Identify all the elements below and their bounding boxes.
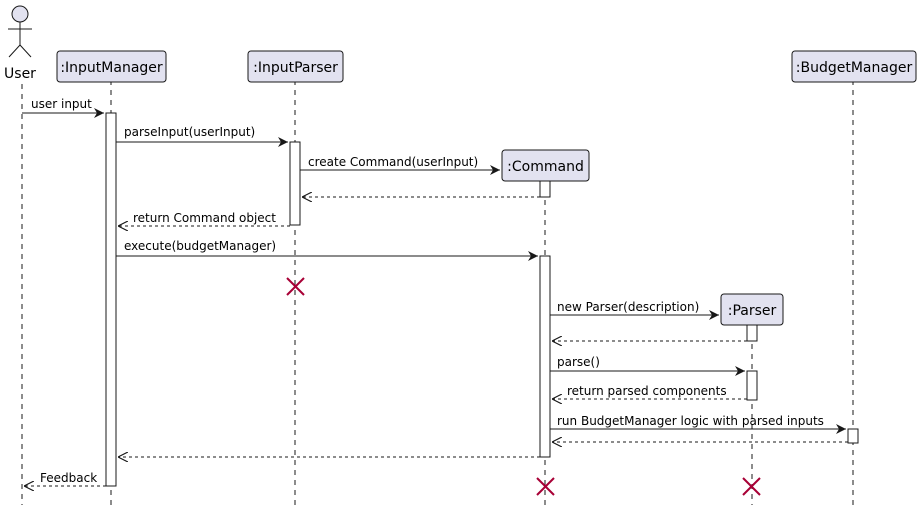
message-label: create Command(userInput) xyxy=(308,155,478,169)
message-label: Feedback xyxy=(40,471,97,485)
message-label: execute(budgetManager) xyxy=(124,239,276,253)
message-label: parse() xyxy=(557,355,600,369)
message-label: return parsed components xyxy=(567,384,727,398)
participant-budget-manager: :BudgetManager xyxy=(791,50,917,83)
participant-label: :Command xyxy=(507,159,584,175)
participant-label: :InputManager xyxy=(60,60,163,76)
messages xyxy=(22,108,848,486)
lifelines xyxy=(21,80,854,505)
destroy-x-mark xyxy=(536,477,555,496)
participant-input-manager: :InputManager xyxy=(56,50,167,83)
message-label: return Command object xyxy=(133,211,276,225)
actor-label: User xyxy=(4,66,36,82)
participant-label: :BudgetManager xyxy=(796,60,913,76)
message-label: new Parser(description) xyxy=(557,300,699,314)
participant-label: :InputParser xyxy=(253,60,338,76)
participant-label: :Parser xyxy=(728,303,777,319)
participant-command: :Command xyxy=(501,149,590,182)
message-label: parseInput(userInput) xyxy=(124,125,255,139)
activation-budget-manager xyxy=(847,428,859,444)
participant-input-parser: :InputParser xyxy=(247,50,344,83)
participant-parser: :Parser xyxy=(720,293,784,326)
message-label: user input xyxy=(31,97,92,111)
activation-bars xyxy=(105,112,859,487)
activation-command-create xyxy=(539,180,551,198)
message-labels: user input parseInput(userInput) create … xyxy=(31,97,824,485)
activation-command-execute xyxy=(539,255,551,458)
destroy-x-mark xyxy=(742,477,761,496)
activation-input-manager xyxy=(105,112,117,487)
user-actor-head xyxy=(11,5,29,23)
activation-input-parser xyxy=(289,141,301,226)
destroy-marks xyxy=(286,277,761,496)
activation-parser-parse xyxy=(746,370,758,401)
message-label: run BudgetManager logic with parsed inpu… xyxy=(557,414,824,428)
user-actor: User xyxy=(4,5,36,82)
destroy-x-mark xyxy=(286,277,305,296)
activation-parser-create xyxy=(746,324,758,342)
